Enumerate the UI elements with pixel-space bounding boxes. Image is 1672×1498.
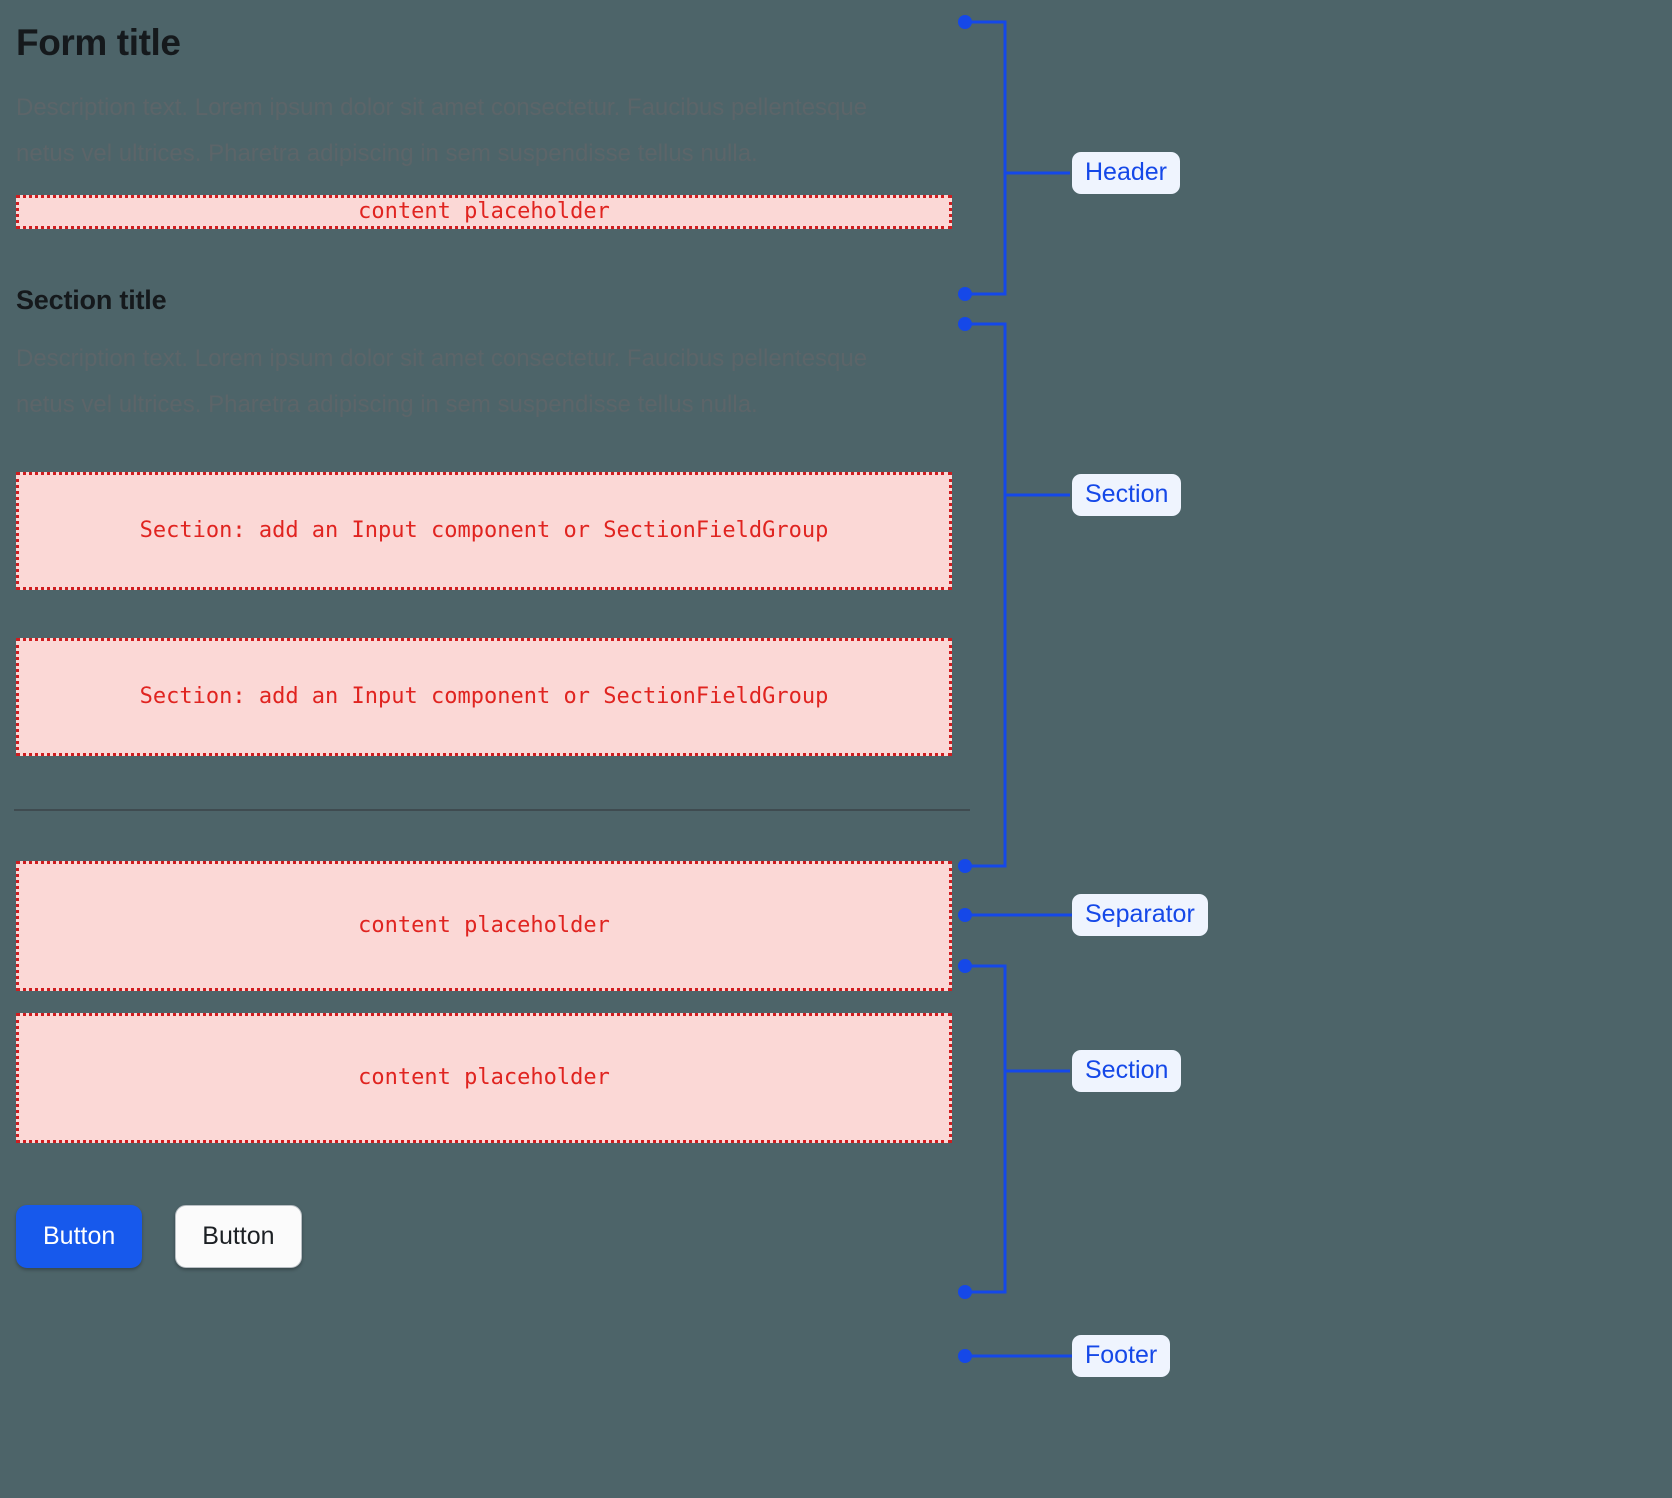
form-footer: Button Button — [16, 1204, 956, 1268]
section-two-content-placeholder-2: content placeholder — [16, 1012, 952, 1143]
page-title: Form title — [16, 22, 181, 63]
form-section-one: Section title Description text. Lorem ip… — [16, 285, 956, 756]
annotation-label-header[interactable]: Header — [1072, 152, 1180, 194]
header-content-placeholder: content placeholder — [16, 194, 952, 229]
primary-button[interactable]: Button — [16, 1204, 143, 1268]
separator — [14, 808, 970, 811]
annotation-label-footer[interactable]: Footer — [1072, 1335, 1171, 1377]
section-description: Description text. Lorem ipsum dolor sit … — [16, 344, 868, 418]
annotation-label-section-two[interactable]: Section — [1072, 1050, 1182, 1092]
connector-separator — [958, 908, 1072, 922]
secondary-button[interactable]: Button — [175, 1204, 302, 1268]
connector-section-two — [958, 959, 1070, 1299]
annotation-label-section-one[interactable]: Section — [1072, 474, 1182, 516]
annotation-label-separator[interactable]: Separator — [1072, 894, 1208, 936]
section-title: Section title — [16, 284, 167, 315]
connector-footer — [958, 1349, 1072, 1363]
form-container: Form title Description text. Lorem ipsum… — [14, 0, 970, 1268]
header-description: Description text. Lorem ipsum dolor sit … — [16, 93, 868, 167]
section-two-content-placeholder-1: content placeholder — [16, 860, 952, 991]
section-field-placeholder-2: Section: add an Input component or Secti… — [16, 637, 952, 756]
form-header: Form title Description text. Lorem ipsum… — [16, 22, 956, 229]
connector-header — [958, 15, 1070, 301]
section-field-placeholder-1: Section: add an Input component or Secti… — [16, 471, 952, 590]
connector-section-one — [958, 317, 1070, 873]
form-section-two: content placeholder content placeholder — [16, 860, 956, 1143]
